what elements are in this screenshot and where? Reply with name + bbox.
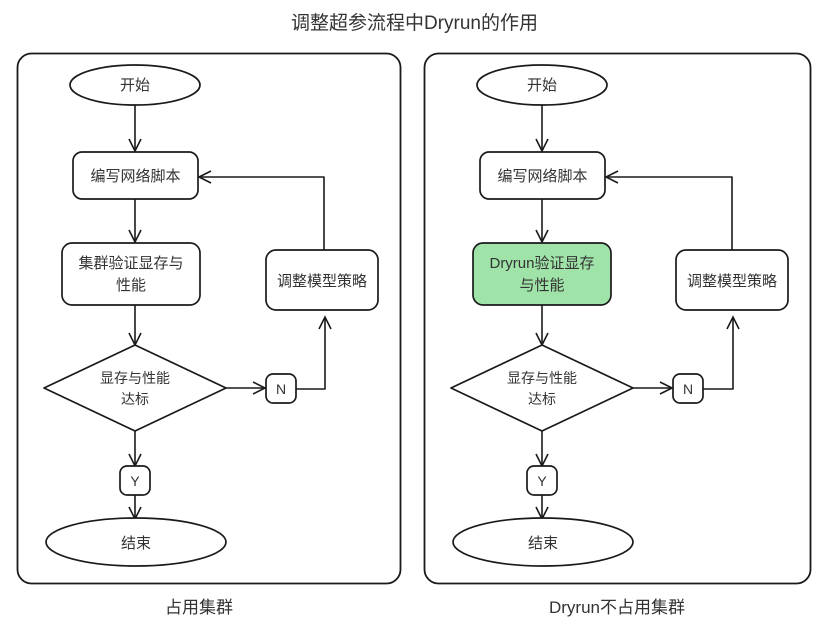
node-verify-left-label-line2: 性能 [116,277,146,294]
node-verify-left-label-line1: 集群验证显存与 [78,255,183,272]
node-end-right[interactable] [452,517,634,567]
node-verify-right-label-line2: 与性能 [519,277,564,294]
edge-decision-to-no-left-arrow [252,381,267,395]
edge-write-to-verify-right-arrow [535,229,549,244]
edge-decision-to-no-right-arrow [659,381,674,395]
edge-no-to-adjust-right-arrow [726,315,740,330]
node-start-right-label: 开始 [527,77,557,94]
node-adjust-left[interactable] [265,249,379,311]
node-decision-right-label-line2: 达标 [528,391,556,407]
edge-adjust-to-write-left [200,176,325,250]
panel-left: 开始 编写网络脚本 集群验证显存与 性能 显存与性能 达标 [16,52,402,617]
node-adjust-right-label: 调整模型策略 [687,273,777,290]
panel-right: 开始 编写网络脚本 Dryrun验证显存 与性能 显存与性能 达标 [423,52,812,617]
edge-no-to-adjust-left-arrow [318,315,332,330]
node-decision-left[interactable] [43,344,227,432]
node-end-left-label: 结束 [121,535,151,552]
edge-no-to-adjust-right [703,318,734,390]
node-verify-left[interactable] [61,242,201,306]
node-end-left[interactable] [45,517,227,567]
edge-adjust-to-write-left-arrow [197,170,212,184]
panel-left-caption: 占用集群 [165,598,233,617]
node-write-script-left-label: 编写网络脚本 [90,168,180,185]
node-verify-right[interactable] [472,242,612,306]
node-decision-left-label-line1: 显存与性能 [100,370,170,386]
node-decision-right[interactable] [450,344,634,432]
node-adjust-left-label: 调整模型策略 [277,273,367,290]
node-no-left-label: N [276,381,286,397]
node-no-right-label: N [683,381,693,397]
node-verify-right-label-line1: Dryrun验证显存 [489,255,594,272]
edge-adjust-to-write-right [607,176,733,250]
edge-adjust-to-write-right-arrow [604,170,619,184]
node-decision-left-label-line2: 达标 [121,391,149,407]
node-decision-right-label-line1: 显存与性能 [507,370,577,386]
node-yes-left-label: Y [130,473,140,489]
page-title: 调整超参流程中Dryrun的作用 [291,12,538,34]
edge-start-to-write-left-arrow [128,138,142,153]
node-write-script-right-label: 编写网络脚本 [497,168,587,185]
panel-right-caption: Dryrun不占用集群 [549,598,685,617]
node-start-left-label: 开始 [120,77,150,94]
node-yes-right-label: Y [537,473,547,489]
edge-start-to-write-right-arrow [535,138,549,153]
edge-no-to-adjust-left [296,318,326,390]
node-end-right-label: 结束 [528,535,558,552]
panel-right-border [423,52,812,585]
panel-left-border [16,52,402,585]
edge-write-to-verify-left-arrow [128,229,142,244]
